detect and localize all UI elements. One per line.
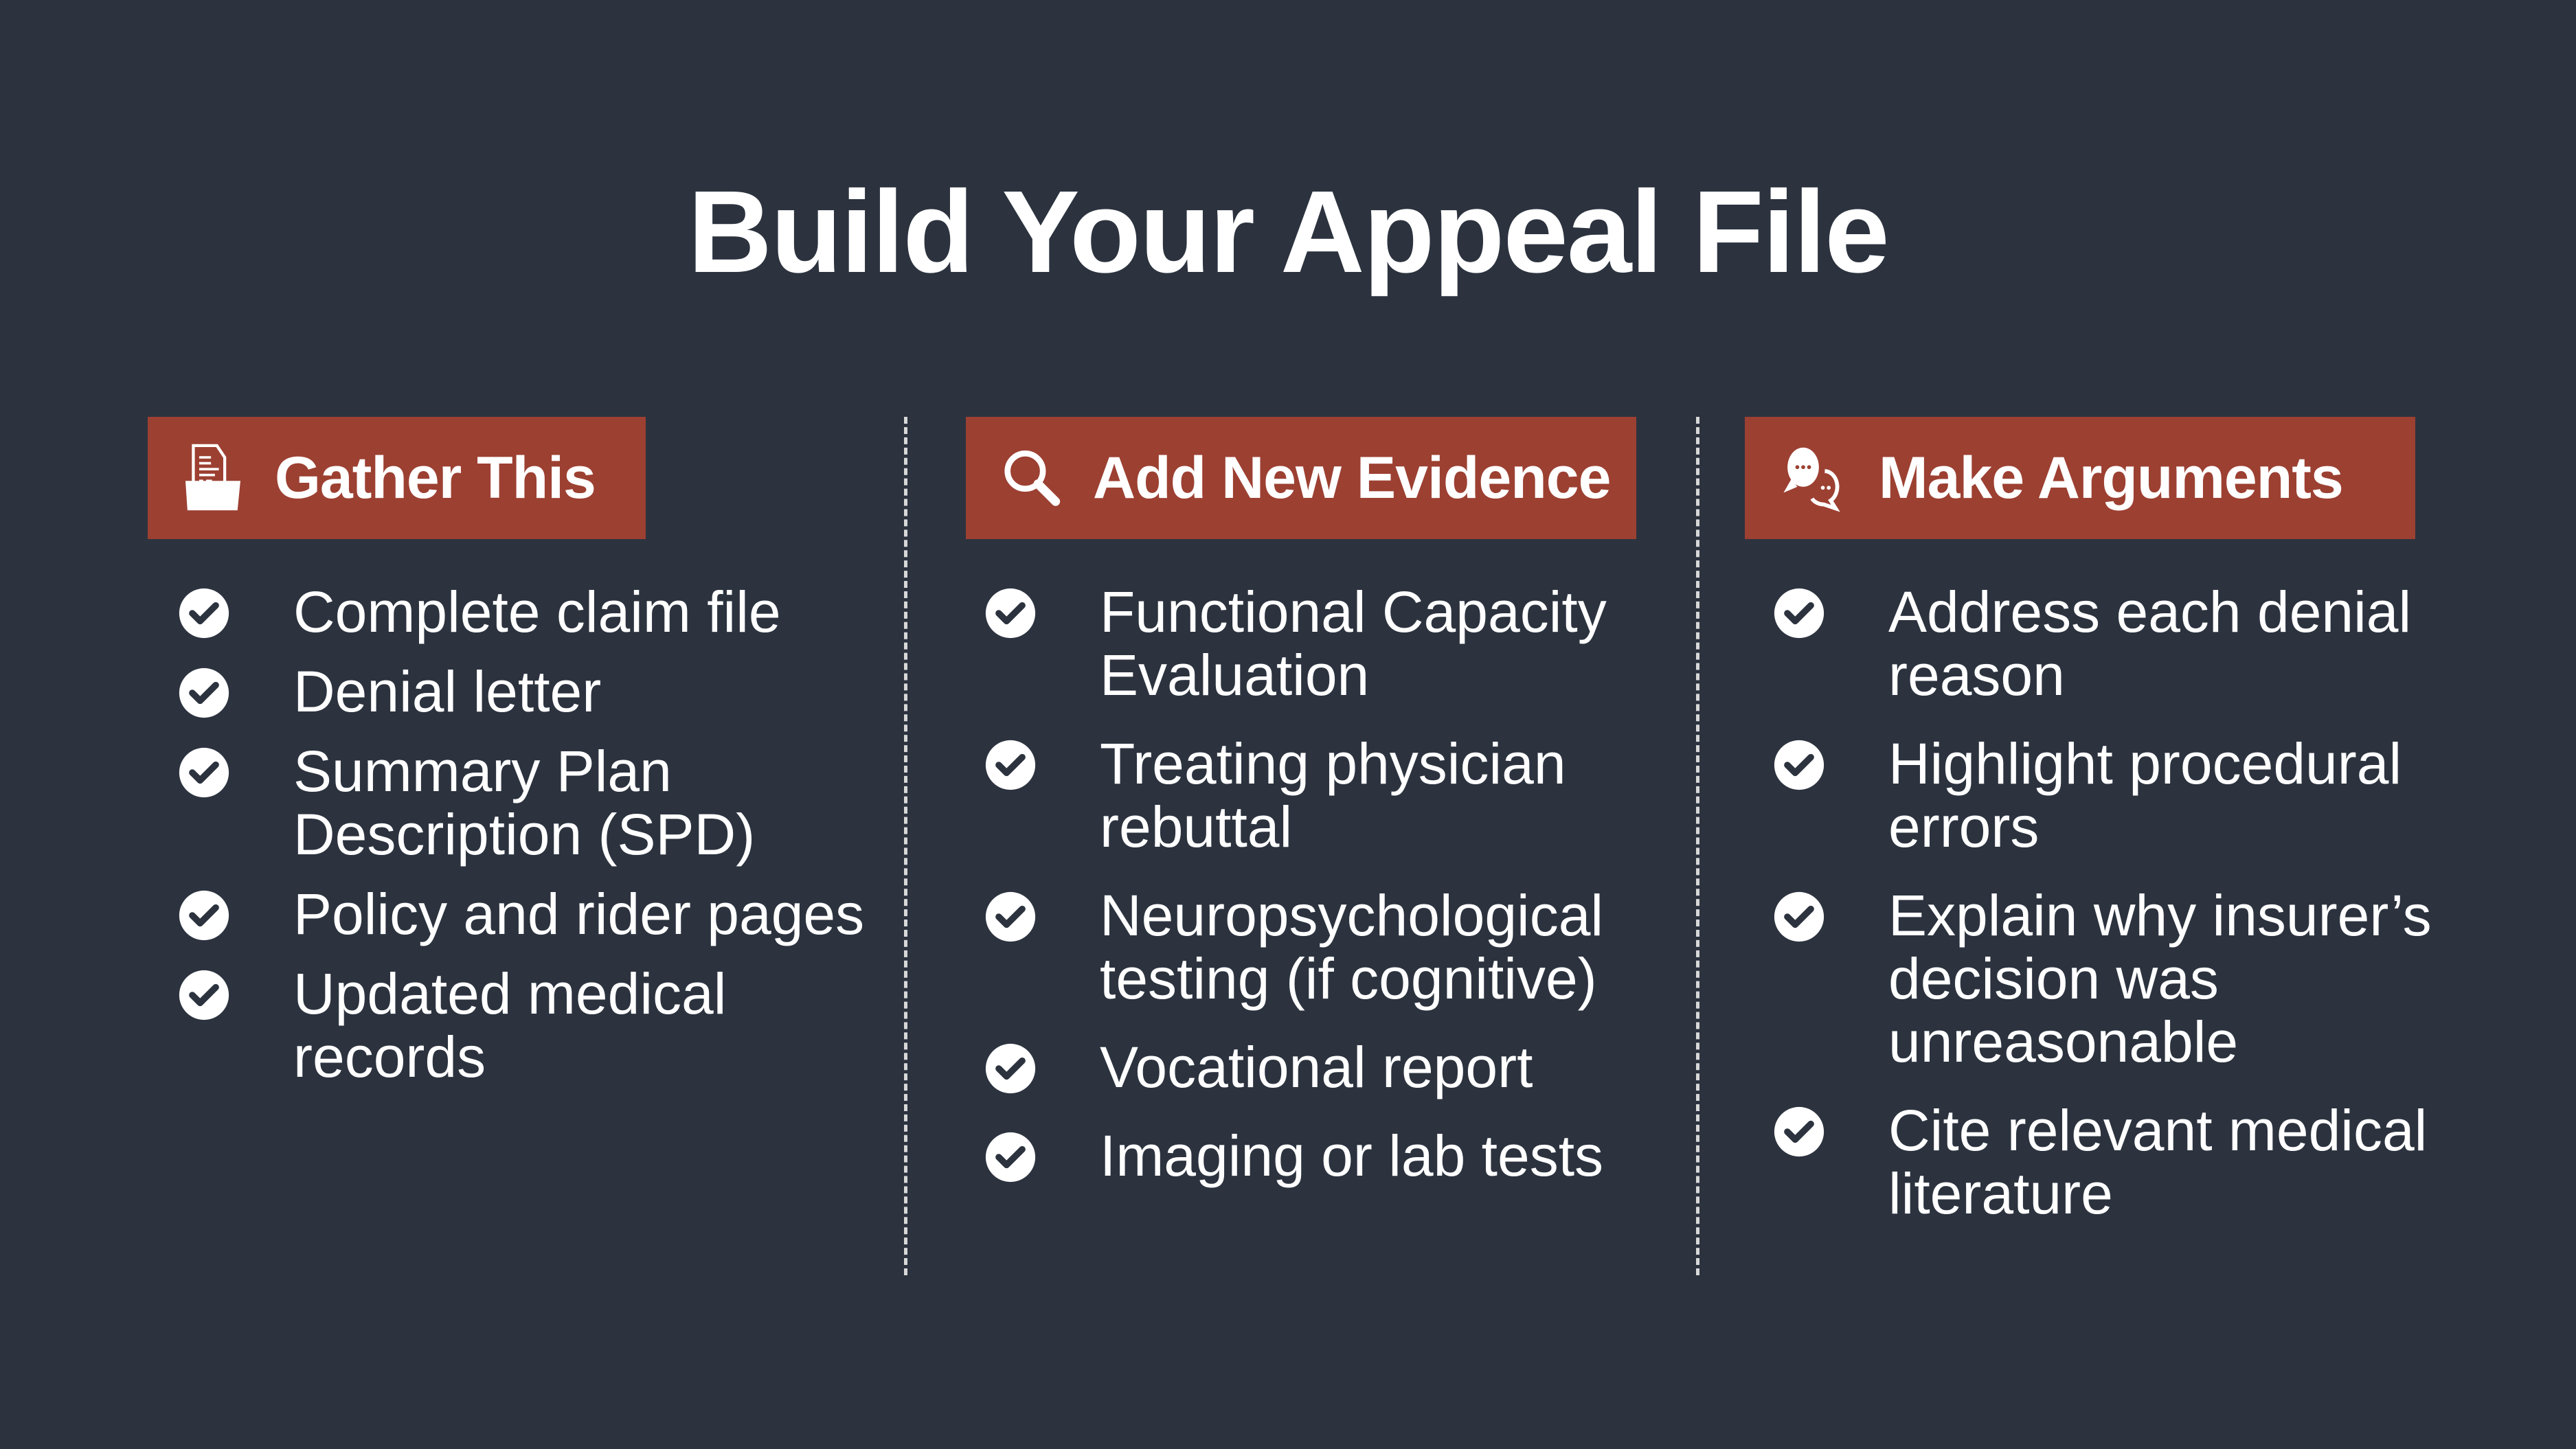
check-circle-icon: [985, 740, 1036, 790]
check-circle-icon: [179, 588, 229, 639]
check-circle-icon: [179, 668, 229, 718]
list-item-text: Updated medical records: [293, 961, 727, 1089]
list-item: Summary Plan Description (SPD): [178, 740, 865, 866]
list-item: Updated medical records: [178, 962, 865, 1088]
check-circle-icon: [985, 891, 1036, 942]
page-title: Build Your Appeal File: [688, 167, 1889, 297]
list-item: Vocational report: [984, 1036, 1671, 1099]
check-circle-icon: [985, 1043, 1036, 1094]
list-item: Policy and rider pages: [178, 882, 865, 946]
list-item-text: Complete claim file: [293, 580, 781, 644]
check-circle-icon: [985, 588, 1036, 639]
list-item-text: Summary Plan Description (SPD): [293, 739, 756, 867]
list-item-text: Explain why insurer’s decision was unrea…: [1888, 883, 2432, 1074]
column-divider: [904, 417, 907, 1275]
list-item: Denial letter: [178, 660, 865, 723]
chat-bubbles-icon: [1783, 447, 1840, 512]
check-circle-icon: [1774, 1106, 1824, 1157]
check-circle-icon: [179, 890, 229, 941]
check-circle-icon: [179, 747, 229, 798]
list-item: Highlight procedural errors: [1773, 732, 2460, 858]
list-item: Address each denial reason: [1773, 580, 2460, 707]
check-circle-icon: [985, 1132, 1036, 1183]
list-item-text: Policy and rider pages: [293, 882, 865, 946]
header-label: Add New Evidence: [1093, 444, 1611, 511]
list-item-text: Functional Capacity Evaluation: [1100, 580, 1607, 707]
list-item-text: Treating physician rebuttal: [1100, 731, 1566, 859]
check-circle-icon: [1774, 588, 1824, 639]
header-label: Gather This: [275, 444, 596, 511]
list-item-text: Highlight procedural errors: [1888, 731, 2402, 859]
column-divider: [1696, 417, 1699, 1275]
list-item: Neuropsychological testing (if cognitive…: [984, 884, 1671, 1010]
magnifier-icon: [1004, 450, 1061, 506]
folder-document-icon: [185, 444, 240, 511]
header-add-new-evidence: Add New Evidence: [966, 417, 1636, 539]
list-item: Treating physician rebuttal: [984, 732, 1671, 858]
header-make-arguments: Make Arguments: [1745, 417, 2415, 539]
list-item-text: Imaging or lab tests: [1100, 1123, 1604, 1188]
list-item-text: Vocational report: [1100, 1035, 1533, 1099]
list-item: Complete claim file: [178, 580, 865, 643]
list-item-text: Neuropsychological testing (if cognitive…: [1100, 883, 1604, 1011]
check-circle-icon: [179, 970, 229, 1020]
list-item-text: Cite relevant medical literature: [1888, 1098, 2428, 1226]
list-item: Functional Capacity Evaluation: [984, 580, 1671, 707]
list-item-text: Address each denial reason: [1888, 580, 2412, 707]
header-label: Make Arguments: [1879, 444, 2344, 511]
list-item: Imaging or lab tests: [984, 1124, 1671, 1187]
check-circle-icon: [1774, 891, 1824, 942]
list-item: Explain why insurer’s decision was unrea…: [1773, 884, 2460, 1073]
check-circle-icon: [1774, 740, 1824, 790]
header-gather-this: Gather This: [148, 417, 646, 539]
list-item: Cite relevant medical literature: [1773, 1099, 2460, 1225]
list-item-text: Denial letter: [293, 659, 602, 724]
